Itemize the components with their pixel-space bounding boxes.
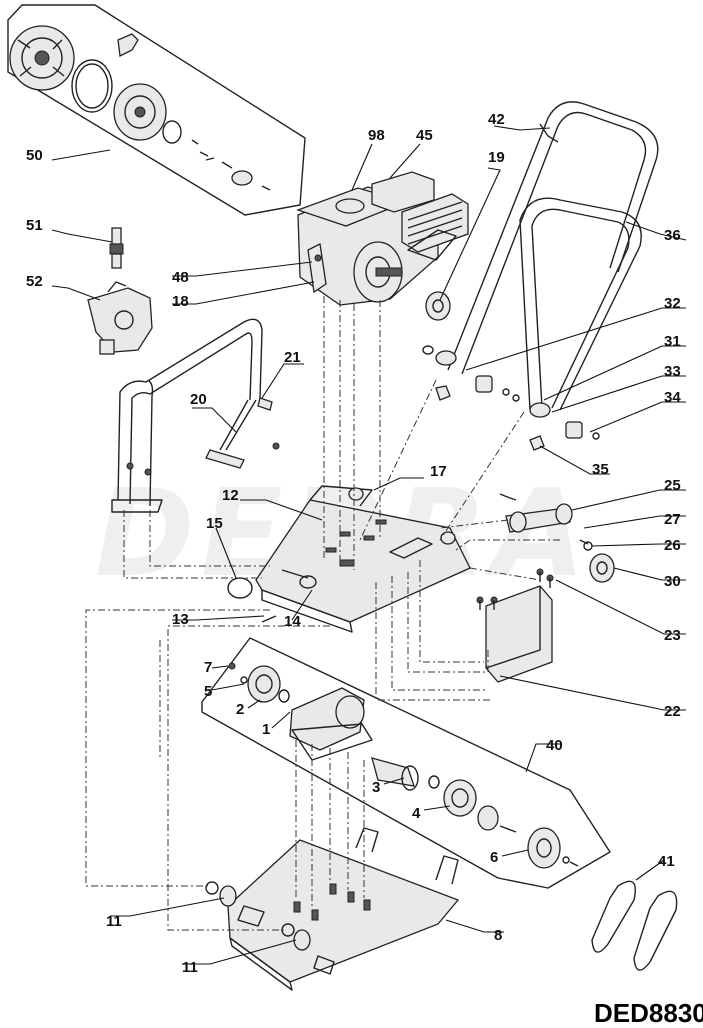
callout-48: 48 [172,269,189,286]
callout-33: 33 [664,363,681,380]
callout-23: 23 [664,627,681,644]
v-belts [591,880,678,971]
callout-30: 30 [664,573,681,590]
callout-12: 12 [222,487,239,504]
callout-98: 98 [368,127,385,144]
leader-lines [51,125,687,965]
wheel-axle [499,493,615,583]
callout-labels: 50 51 52 98 45 42 19 36 48 18 32 31 33 3… [26,111,681,976]
callout-17: 17 [430,463,447,480]
callout-15: 15 [206,515,223,532]
engine-pulley [425,291,451,321]
callout-6: 6 [490,849,498,866]
callout-50: 50 [26,147,43,164]
callout-13: 13 [172,611,189,628]
callout-5: 5 [204,683,212,700]
callout-52: 52 [26,273,43,290]
handle [435,101,659,418]
belt-guard [476,568,554,683]
callout-22: 22 [664,703,681,720]
callout-20: 20 [190,391,207,408]
callout-26: 26 [664,537,681,554]
callout-3: 3 [372,779,380,796]
callout-2: 2 [236,701,244,718]
callout-42: 42 [488,111,505,128]
engine [296,171,469,306]
callout-27: 27 [664,511,681,528]
callout-32: 32 [664,295,681,312]
callout-7: 7 [204,659,212,676]
callout-31: 31 [664,333,681,350]
callout-34: 34 [664,389,681,406]
callout-21: 21 [284,349,301,366]
vibrator-group [201,637,611,889]
callout-41: 41 [658,853,675,870]
model-code: DED8830 [594,998,703,1028]
carburetor [87,281,153,355]
handle-bushings [422,345,600,451]
callout-11-upper: 11 [106,913,122,930]
callout-4: 4 [412,805,421,822]
callout-8: 8 [494,927,502,944]
callout-35: 35 [592,461,609,478]
callout-19: 19 [488,149,505,166]
lifting-frame [111,318,280,513]
callout-11-lower: 11 [182,959,198,976]
callout-51: 51 [26,217,43,234]
callout-25: 25 [664,477,681,494]
recoil-starter-group [7,4,306,216]
spark-plug [109,227,124,269]
callout-14: 14 [284,613,301,630]
callout-40: 40 [546,737,563,754]
callout-36: 36 [664,227,681,244]
callout-45: 45 [416,127,433,144]
callout-1: 1 [262,721,270,738]
assembly-lines [85,296,560,931]
base-plate [205,827,460,991]
callout-18: 18 [172,293,189,310]
